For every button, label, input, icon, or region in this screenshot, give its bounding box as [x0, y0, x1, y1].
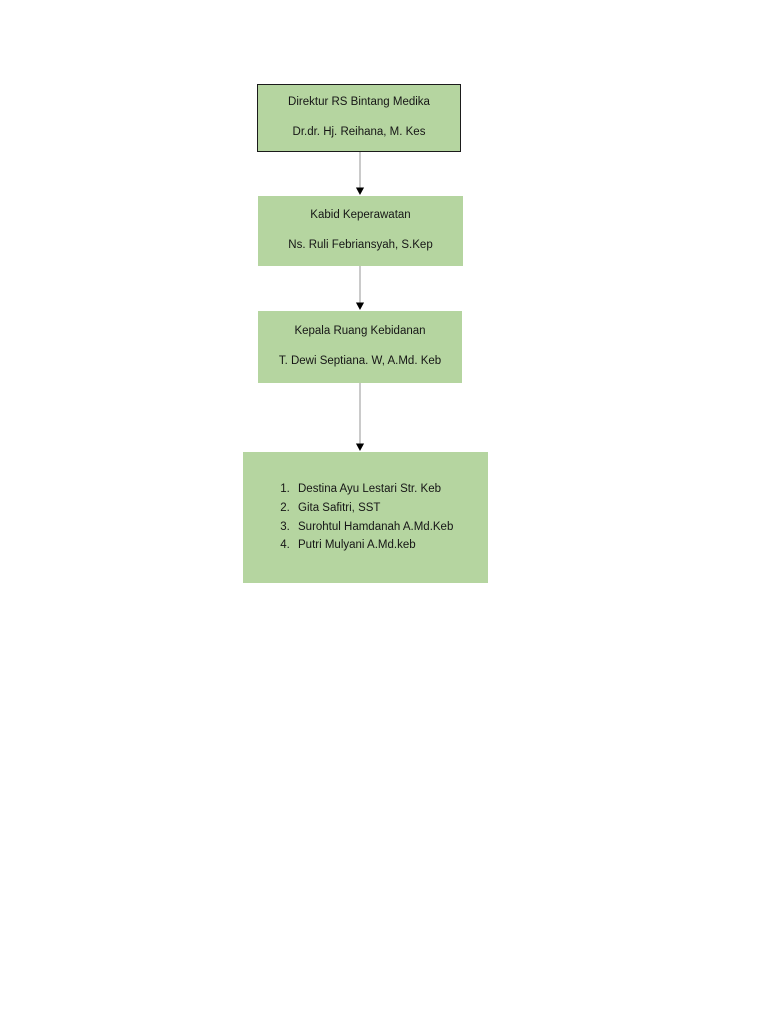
- list-item: 1. Destina Ayu Lestari Str. Keb: [272, 480, 488, 499]
- list-item: 3. Surohtul Hamdanah A.Md.Keb: [272, 518, 488, 537]
- node-kepala-ruang-title: Kepala Ruang Kebidanan: [294, 325, 426, 338]
- node-kabid-person: Ns. Ruli Febriansyah, S.Kep: [288, 239, 433, 251]
- node-staff-bidan: 1. Destina Ayu Lestari Str. Keb 2. Gita …: [243, 452, 488, 583]
- node-kepala-ruang-kebidanan: Kepala Ruang Kebidanan T. Dewi Septiana.…: [258, 311, 462, 383]
- list-item-number: 3.: [280, 520, 290, 533]
- staff-list: 1. Destina Ayu Lestari Str. Keb 2. Gita …: [243, 480, 488, 555]
- node-kabid-keperawatan: Kabid Keperawatan Ns. Ruli Febriansyah, …: [258, 196, 463, 266]
- list-item-number: 1.: [280, 483, 290, 496]
- list-item-label: Putri Mulyani A.Md.keb: [298, 539, 416, 552]
- node-kabid-title: Kabid Keperawatan: [310, 209, 411, 222]
- node-direktur-person: Dr.dr. Hj. Reihana, M. Kes: [292, 126, 426, 138]
- list-item: 2. Gita Safitri, SST: [272, 499, 488, 518]
- list-item-label: Surohtul Hamdanah A.Md.Keb: [298, 520, 454, 533]
- list-item-number: 2.: [280, 501, 290, 514]
- list-item: 4. Putri Mulyani A.Md.keb: [272, 536, 488, 555]
- list-item-label: Destina Ayu Lestari Str. Keb: [298, 483, 441, 496]
- list-item-number: 4.: [280, 539, 290, 552]
- node-direktur: Direktur RS Bintang Medika Dr.dr. Hj. Re…: [257, 84, 461, 152]
- list-item-label: Gita Safitri, SST: [298, 501, 381, 514]
- node-direktur-title: Direktur RS Bintang Medika: [288, 96, 430, 109]
- node-kepala-ruang-person: T. Dewi Septiana. W, A.Md. Keb: [278, 355, 442, 367]
